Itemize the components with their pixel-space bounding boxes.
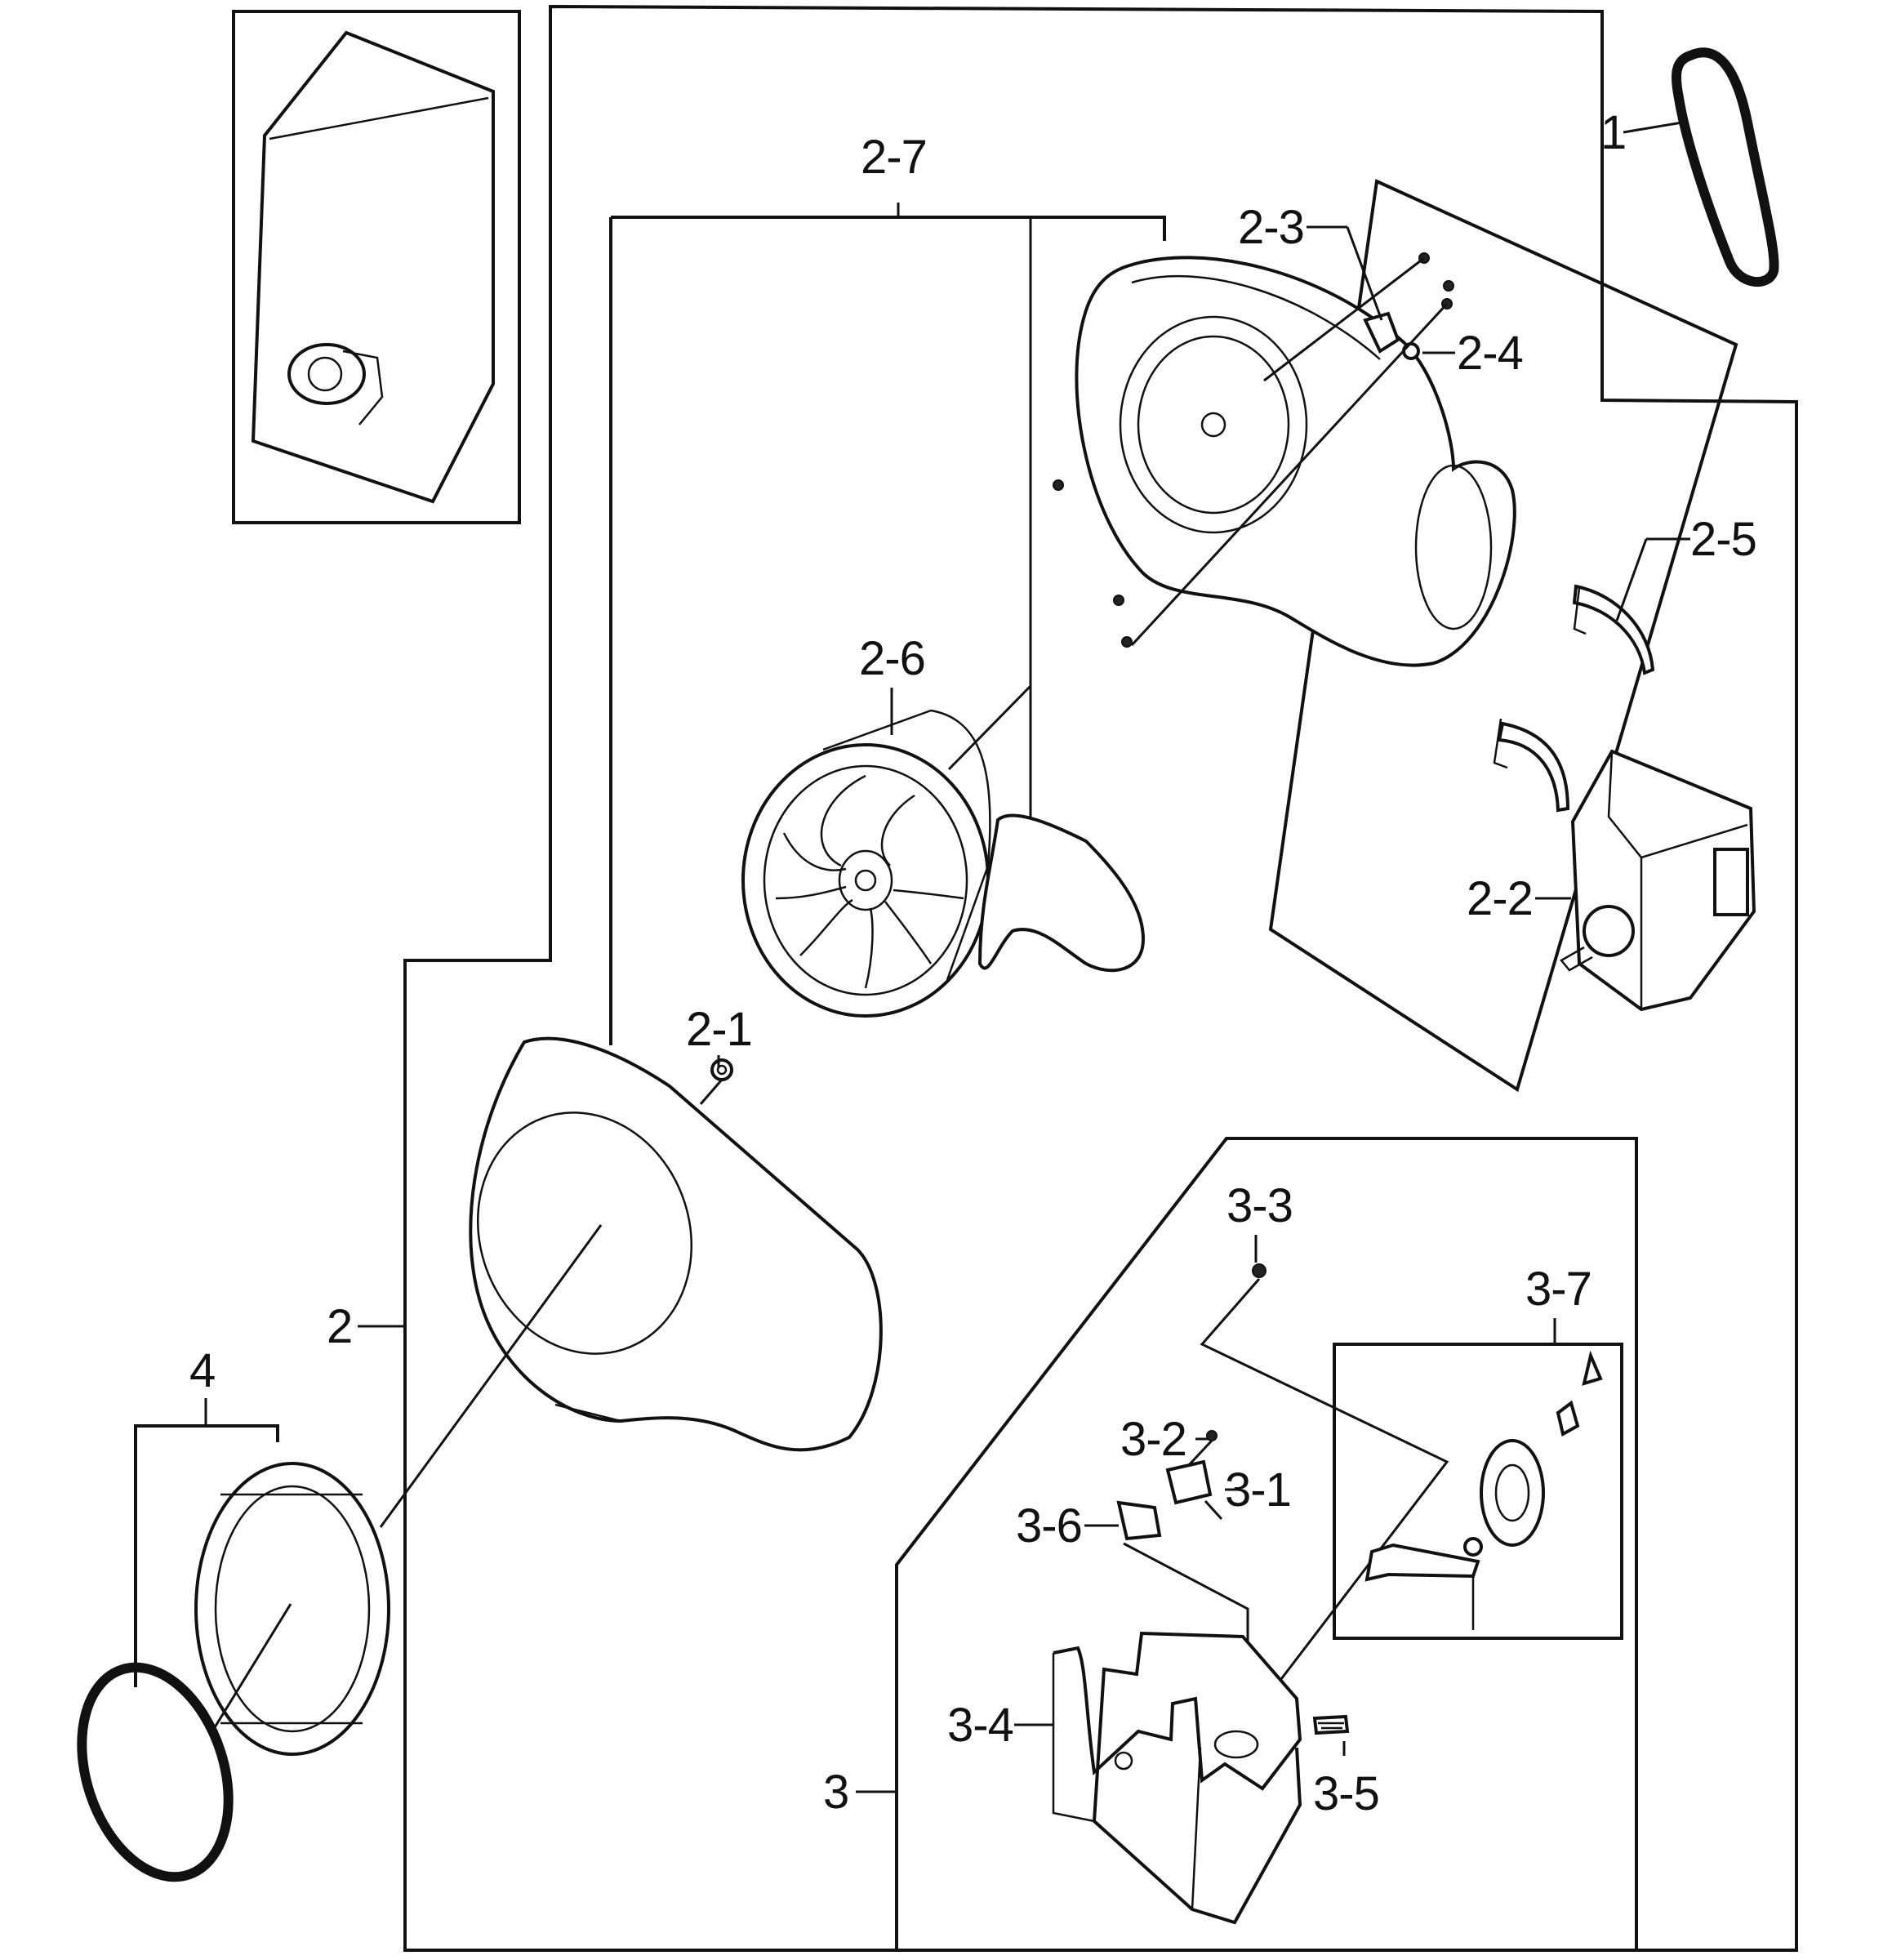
callout-2-1: 2-1 bbox=[686, 1003, 752, 1056]
callout-2-5: 2-5 bbox=[1690, 513, 1756, 566]
part-3-7-tensioner bbox=[1364, 1350, 1603, 1630]
part-1-belt bbox=[1623, 47, 1779, 287]
callout-3-2: 3-2 bbox=[1120, 1413, 1186, 1466]
part-3-6-switch bbox=[1116, 1500, 1249, 1642]
callout-leaders bbox=[204, 203, 1690, 1793]
group-3-frame bbox=[895, 1137, 1638, 1952]
part-2-5-clamps bbox=[1493, 584, 1655, 813]
part-2-3-clip bbox=[1130, 252, 1454, 647]
motor-group-frame bbox=[1268, 179, 1738, 1093]
callout-1: 1 bbox=[1600, 106, 1626, 159]
callout-3-7: 3-7 bbox=[1525, 1263, 1592, 1316]
callout-2-3: 2-3 bbox=[1238, 201, 1304, 254]
air-duct-piece bbox=[977, 813, 1146, 973]
part-2-1-nut bbox=[699, 1058, 733, 1105]
part-2-6-blower-wheel bbox=[741, 684, 1032, 1018]
part-3-1-switch bbox=[1165, 1459, 1223, 1521]
callout-2-6: 2-6 bbox=[859, 632, 925, 685]
part-3-4-motor-bracket bbox=[1052, 1631, 1302, 1925]
part-3-2-screw bbox=[1186, 1430, 1218, 1468]
callout-3-5: 3-5 bbox=[1313, 1767, 1379, 1820]
blower-wheel-blades bbox=[775, 774, 964, 989]
callout-3-6: 3-6 bbox=[1016, 1499, 1082, 1552]
part-3-3-screw bbox=[1200, 1263, 1449, 1711]
callout-3-4: 3-4 bbox=[947, 1699, 1013, 1752]
upper-blower-housing bbox=[1053, 256, 1516, 667]
inset-cabinet-illustration bbox=[251, 30, 495, 504]
callout-3: 3 bbox=[823, 1766, 848, 1819]
assembly-2-frame bbox=[403, 4, 1798, 1952]
callout-2-4: 2-4 bbox=[1457, 327, 1523, 380]
callout-labels: 1 2 2-1 2-2 2-3 2-4 2-5 2-6 2-7 3 3-1 3-… bbox=[189, 106, 1757, 1820]
callout-2: 2 bbox=[327, 1300, 352, 1353]
part-4-gasket-ring bbox=[77, 1662, 234, 1882]
part-4-front-duct bbox=[194, 1462, 390, 1756]
group-2-7-frame bbox=[609, 216, 1166, 1045]
part-2-2-motor bbox=[1560, 749, 1756, 1012]
lower-blower-housing bbox=[379, 1036, 883, 1528]
inset-overview-frame bbox=[232, 10, 521, 524]
callout-2-2: 2-2 bbox=[1467, 872, 1533, 925]
group-frames bbox=[134, 4, 1798, 1952]
callout-4: 4 bbox=[189, 1344, 215, 1397]
callout-3-1: 3-1 bbox=[1225, 1463, 1291, 1517]
group-3-7-frame bbox=[1333, 1343, 1623, 1640]
callout-2-7: 2-7 bbox=[861, 131, 927, 184]
callout-3-3: 3-3 bbox=[1226, 1179, 1293, 1232]
part-3-5-spring bbox=[1312, 1714, 1350, 1735]
